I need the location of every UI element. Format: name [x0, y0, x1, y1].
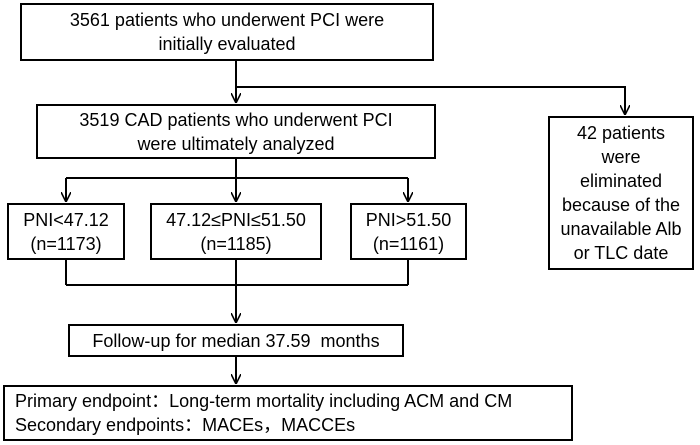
- analyzed-line-2: were ultimately analyzed: [137, 133, 335, 154]
- endpoints-box: Primary endpoint：Long-term mortality inc…: [3, 385, 573, 441]
- followup-box: Follow-up for median 37.59 months: [68, 324, 404, 357]
- primary-endpoint: Primary endpoint：Long-term mortality inc…: [15, 391, 513, 411]
- group-1-label: PNI<47.12: [23, 209, 109, 230]
- secondary-endpoint: Secondary endpoints：MACEs，MACCEs: [15, 415, 356, 435]
- followup-label: Follow-up for median 37.59 months: [92, 330, 380, 351]
- group-2-count: (n=1185): [200, 233, 272, 254]
- excluded-box: 42 patients were eliminated because of t…: [548, 116, 694, 270]
- excluded-line-6: or TLC date: [573, 243, 669, 263]
- initial-line-1: 3561 patients who underwent PCI were: [69, 10, 385, 30]
- arrow-to-excluded: [236, 86, 625, 114]
- group-2-label: 47.12≤PNI≤51.50: [166, 209, 306, 230]
- excluded-line-2: were: [601, 147, 641, 167]
- excluded-line-4: because of the: [561, 195, 681, 215]
- initial-evaluation-box: 3561 patients who underwent PCI were ini…: [20, 3, 434, 61]
- group-box-high-pni: PNI>51.50 (n=1161): [350, 203, 467, 260]
- analyzed-box: 3519 CAD patients who underwent PCI were…: [36, 104, 436, 159]
- group-1-count: (n=1173): [30, 233, 102, 254]
- initial-line-2: initially evaluated: [158, 34, 296, 54]
- excluded-line-5: unavailable Alb: [560, 219, 682, 239]
- group-3-label: PNI>51.50: [365, 209, 452, 230]
- excluded-line-1: 42 patients: [576, 123, 666, 143]
- analyzed-line-1: 3519 CAD patients who underwent PCI: [79, 109, 393, 130]
- group-box-mid-pni: 47.12≤PNI≤51.50 (n=1185): [150, 203, 322, 260]
- group-box-low-pni: PNI<47.12 (n=1173): [7, 203, 125, 260]
- group-3-count: (n=1161): [372, 233, 445, 254]
- excluded-line-3: eliminated: [579, 171, 663, 191]
